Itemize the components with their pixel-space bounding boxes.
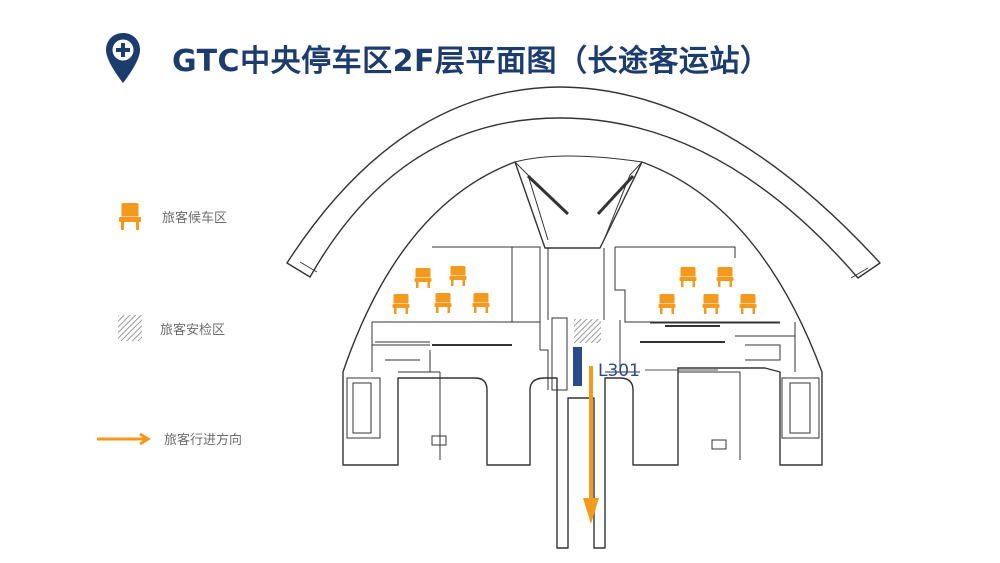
entrance-ramps [514, 161, 643, 241]
security-area [574, 319, 601, 343]
seat-icon [414, 268, 432, 288]
legend-item-security-area: 旅客安检区 [118, 315, 225, 341]
seat-icon [392, 294, 410, 314]
header: GTC中央停车区2F层平面图（长途客运站） [104, 30, 770, 86]
map-pin-plus-icon [106, 33, 140, 83]
seat-icon [119, 203, 141, 230]
waiting-seats-right [658, 267, 757, 314]
seat-icon [739, 294, 757, 314]
waiting-seats-left [392, 266, 490, 314]
building-outline [342, 155, 823, 549]
canopy-arc [286, 86, 881, 279]
seat-icon [472, 293, 490, 313]
gate-label: L301 [598, 361, 640, 381]
gate-marker [573, 347, 582, 386]
seat-icon [449, 266, 467, 286]
seat-icon [679, 267, 697, 287]
left-rooms [346, 246, 541, 460]
page-title: GTC中央停车区2F层平面图（长途客运站） [172, 44, 771, 79]
passenger-direction-arrow [583, 366, 599, 524]
seat-icon [434, 293, 452, 313]
seat-icon [716, 267, 734, 287]
legend-label: 旅客行进方向 [164, 433, 243, 448]
arrow-right-icon [97, 432, 151, 445]
right-rooms [614, 246, 820, 460]
legend-label: 旅客候车区 [162, 210, 228, 226]
hatched-area-icon [118, 315, 142, 341]
legend-item-waiting-area: 旅客候车区 [118, 201, 227, 231]
central-corridor [540, 248, 640, 391]
legend-item-direction: 旅客行进方向 [96, 429, 242, 448]
seat-icon [658, 294, 676, 314]
seat-icon [702, 294, 720, 314]
legend-label: 旅客安检区 [160, 322, 226, 338]
